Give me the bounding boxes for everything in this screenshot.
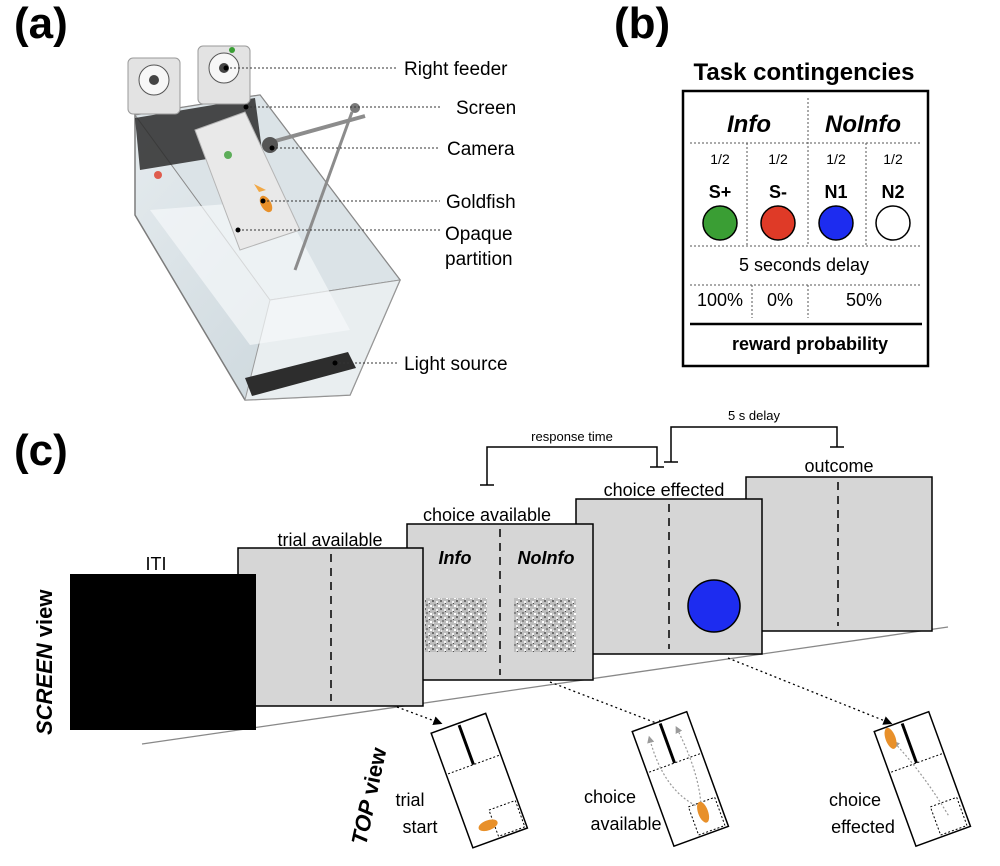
- top-choice-available-line1: choice: [584, 787, 636, 807]
- callout-screen: Screen: [456, 98, 516, 119]
- screen-choice-effected: [575, 498, 763, 655]
- timing-brackets: [480, 426, 844, 486]
- stim-name-sminus: S-: [769, 182, 787, 202]
- screen-trial-available: [237, 547, 424, 707]
- goldfish-icon: [697, 801, 710, 823]
- stage-choice-effected-label: choice effected: [604, 480, 725, 500]
- stage-trial-available-label: trial available: [277, 530, 382, 550]
- top-choice-effected-line1: choice: [829, 790, 881, 810]
- callout-partition-line2: partition: [445, 249, 513, 270]
- stage-iti-label: ITI: [146, 554, 167, 574]
- stimulus-sminus-circle: [760, 205, 796, 241]
- stim-name-splus: S+: [709, 182, 732, 202]
- blue-stimulus-circle: [687, 579, 741, 633]
- stage-outcome-label: outcome: [804, 456, 873, 476]
- panel-a-label: (a): [14, 0, 68, 48]
- delay-5s-label: 5 s delay: [728, 408, 781, 423]
- callout-leaders: [226, 67, 440, 364]
- group-info: Info: [727, 111, 771, 138]
- reward-sminus: 0%: [767, 290, 793, 310]
- screen-choice-available: Info NoInfo: [406, 523, 594, 681]
- prob-sminus: 1/2: [768, 151, 788, 167]
- screen-view-label: SCREEN view: [32, 589, 57, 735]
- stimulus-circles: [702, 205, 911, 241]
- group-noinfo: NoInfo: [825, 111, 901, 138]
- stim-name-n2: N2: [881, 182, 904, 202]
- top-trial-start-line2: start: [402, 817, 437, 837]
- callout-camera: Camera: [447, 139, 515, 160]
- prob-n2: 1/2: [883, 151, 903, 167]
- top-view-arrows: [396, 657, 893, 728]
- delay-text: 5 seconds delay: [739, 255, 869, 275]
- reward-probability-footer: reward probability: [732, 334, 888, 354]
- stage-choice-available-label: choice available: [423, 505, 551, 525]
- camera-icon: [262, 137, 278, 153]
- left-feeder: [127, 57, 181, 115]
- callout-goldfish: Goldfish: [446, 192, 516, 213]
- timeline-baseline: [141, 626, 949, 745]
- noise-patch-noinfo: [514, 598, 576, 652]
- aquarium-illustration: [127, 45, 401, 401]
- callout-right-feeder: Right feeder: [404, 59, 508, 80]
- panel-b-label: (b): [614, 0, 670, 48]
- top-trial-start-line1: trial: [395, 790, 424, 810]
- light-source: [245, 352, 356, 396]
- panel-c-label: (c): [14, 426, 68, 475]
- stim-name-n1: N1: [824, 182, 847, 202]
- reward-splus: 100%: [697, 290, 743, 310]
- contingency-title: Task contingencies: [694, 59, 915, 86]
- top-choice-effected-line2: effected: [831, 817, 895, 837]
- screen-outcome: [745, 476, 933, 632]
- top-view-label: TOP view: [346, 744, 391, 847]
- right-feeder: [197, 45, 251, 105]
- contingency-table: Info NoInfo 1/2 1/2 1/2 1/2 S+ S- N1 N2 …: [681, 89, 930, 368]
- top-view-trial-start: [430, 712, 529, 849]
- response-time-label: response time: [531, 429, 613, 444]
- screen-info-label: Info: [439, 548, 472, 568]
- noise-patch-info: [425, 598, 487, 652]
- top-view-choice-available: [631, 710, 730, 848]
- screen-noinfo-label: NoInfo: [518, 548, 575, 568]
- top-choice-available-line2: available: [590, 814, 661, 834]
- stimulus-n2-circle: [875, 205, 911, 241]
- goldfish-icon: [478, 819, 498, 832]
- screen-iti: [70, 574, 256, 730]
- stimulus-n1-circle: [818, 205, 854, 241]
- prob-splus: 1/2: [710, 151, 730, 167]
- callout-partition-line1: Opaque: [445, 224, 513, 245]
- top-view-choice-effected: [873, 710, 972, 848]
- reward-noinfo: 50%: [846, 290, 882, 310]
- callout-dots: [223, 65, 338, 366]
- prob-n1: 1/2: [826, 151, 846, 167]
- stimulus-splus-circle: [702, 205, 738, 241]
- goldfish-icon: [884, 727, 897, 749]
- callout-light-source: Light source: [404, 354, 508, 375]
